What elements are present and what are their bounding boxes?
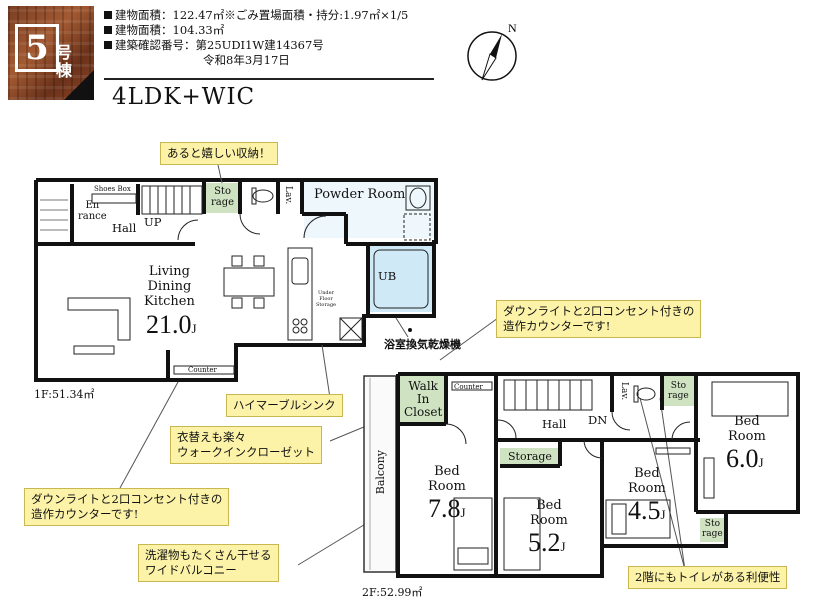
- second-floor-hall-label: Hall: [542, 417, 567, 431]
- compass-icon: N: [467, 21, 517, 81]
- bath-dryer-label: 浴室換気乾燥機: [384, 338, 461, 351]
- ub-label: UB: [378, 269, 397, 283]
- bedroom-2-size: 5.2J: [528, 528, 566, 557]
- callout-counter-right: ダウンライトと2口コンセント付きの 造作カウンターです!: [496, 300, 702, 338]
- confirmation-date: 令和8年3月17日: [203, 53, 290, 67]
- bedroom-1-label: Bed Room: [428, 464, 466, 494]
- second-floor-area: 2F:52.99㎡: [362, 586, 423, 599]
- second-floor-storage-small-label: Sto rage: [702, 519, 723, 539]
- land-area: 建物面積：122.47㎡※ごみ置場面積・持分:1.97㎡×1/5: [115, 8, 409, 22]
- bedroom-4-label: Bed Room: [728, 414, 766, 444]
- under-floor-storage-label: Under Floor Storage: [316, 290, 336, 308]
- bedroom-1-size: 7.8J: [428, 494, 466, 523]
- ldk-size: 21.0J: [146, 310, 197, 339]
- shoes-box-label: Shoes Box: [94, 185, 131, 193]
- first-floor-storage-fill: [205, 183, 239, 213]
- callout-toilet: 2階にもトイレがある利便性: [628, 566, 788, 589]
- entrance-label: En rance: [78, 200, 107, 222]
- first-floor-up-label: UP: [144, 215, 162, 229]
- badge-corner-decoration: [64, 70, 94, 100]
- callout-storage: あると嬉しい収納！: [160, 142, 278, 165]
- bedroom-2-label: Bed Room: [530, 498, 568, 528]
- second-floor-storage-top-label: Sto rage: [668, 381, 689, 401]
- building-area: 建物面積：104.33㎡: [115, 23, 225, 37]
- first-floor-hall-label: Hall: [112, 221, 137, 235]
- bedroom-4-size: 6.0J: [726, 444, 764, 473]
- building-number: 5: [15, 24, 59, 72]
- second-floor-lav-label: Lav.: [619, 382, 629, 401]
- building-area-line: 建物面積：104.33㎡: [104, 23, 408, 38]
- property-info: 建物面積：122.47㎡※ごみ置場面積・持分:1.97㎡×1/5 建物面積：10…: [104, 8, 408, 68]
- callout-balcony: 洗濯物もたくさん干せる ワイドバルコニー: [138, 544, 279, 582]
- first-floor-counter-label: Counter: [188, 366, 217, 374]
- bedroom-3-size: 4.5J: [628, 496, 666, 525]
- land-area-line: 建物面積：122.47㎡※ごみ置場面積・持分:1.97㎡×1/5: [104, 8, 408, 23]
- confirmation-line: 建築確認番号：第25UDI1W建14367号: [104, 38, 408, 53]
- first-floor-area: 1F:51.34㎡: [34, 388, 95, 401]
- callout-sink: ハイマーブルシンク: [226, 394, 343, 417]
- compass-north-label: N: [508, 21, 517, 35]
- ldk-label: Living Dining Kitchen: [144, 264, 195, 309]
- building-number-badge: 5 号 棟: [8, 6, 94, 100]
- building-suffix-go: 号: [56, 43, 73, 62]
- first-floor-lav-label: Lav.: [283, 186, 293, 205]
- powder-room-label: Powder Room: [314, 187, 406, 202]
- second-floor-counter-label: Counter: [454, 383, 483, 391]
- confirmation-number: 建築確認番号：第25UDI1W建14367号: [115, 38, 324, 52]
- second-floor-dn-label: DN: [588, 413, 608, 427]
- wic-label: Walk In Closet: [404, 379, 443, 419]
- callout-wic: 衣替えも楽々 ウォークインクローゼット: [170, 426, 322, 464]
- balcony-label: Balcony: [374, 450, 387, 495]
- bedroom-3-label: Bed Room: [628, 466, 666, 496]
- bath-fill: [370, 244, 432, 312]
- header-divider: [104, 78, 434, 80]
- second-floor-storage-label: Storage: [508, 450, 552, 463]
- callout-counter-left: ダウンライトと2口コンセント付きの 造作カウンターです!: [24, 488, 230, 526]
- plan-title: 4LDK+WIC: [112, 84, 256, 110]
- first-floor-storage-label: Sto rage: [211, 186, 235, 208]
